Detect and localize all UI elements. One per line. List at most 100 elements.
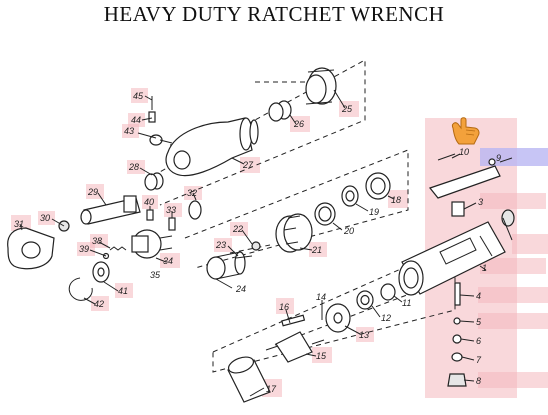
- part-34-gear: [131, 229, 173, 259]
- hotspot-p43[interactable]: [122, 124, 139, 138]
- label-p40: 40: [144, 197, 154, 207]
- label-p19: 19: [369, 207, 379, 217]
- label-p45: 45: [133, 91, 144, 101]
- part-27-ratchet-head: [165, 117, 259, 177]
- hotspot-p15[interactable]: [312, 347, 332, 363]
- part-31-yoke: [7, 227, 55, 270]
- label-p4: 4: [476, 291, 481, 301]
- part-12-bearing: [356, 290, 374, 310]
- part-13-end-plate: [325, 303, 351, 333]
- label-p30: 30: [40, 213, 50, 223]
- part-19-bearing: [341, 185, 359, 207]
- part-18-housing-ring: [365, 172, 391, 200]
- hotspot-p33[interactable]: [164, 203, 182, 217]
- label-p31: 31: [14, 219, 24, 229]
- label-p5: 5: [476, 317, 482, 327]
- part-9-lever: [428, 158, 501, 199]
- label-p17: 17: [266, 384, 277, 394]
- hotspot-p27[interactable]: [240, 157, 260, 173]
- label-p39: 39: [79, 244, 89, 254]
- part-42-snap-ring: [68, 277, 93, 301]
- label-p42: 42: [94, 299, 104, 309]
- label-p32: 32: [187, 188, 197, 198]
- hotspot-p8[interactable]: [478, 372, 548, 388]
- label-p21: 21: [311, 245, 322, 255]
- hotspot-p1[interactable]: [480, 258, 546, 274]
- part-4-8-valve-stack: [447, 282, 467, 387]
- label-p3: 3: [478, 197, 483, 207]
- hotspot-p39[interactable]: [77, 242, 95, 256]
- part-10-pin: [437, 153, 456, 161]
- label-p8: 8: [476, 376, 481, 386]
- label-p7: 7: [476, 355, 482, 365]
- hotspot-p2[interactable]: [512, 234, 548, 254]
- hotspot-p21[interactable]: [309, 242, 327, 257]
- part-24-cage: [206, 251, 246, 280]
- hotspot-p25[interactable]: [339, 101, 359, 117]
- hotspot-p13[interactable]: [356, 327, 374, 342]
- label-p38: 38: [92, 236, 102, 246]
- label-p15: 15: [316, 351, 327, 361]
- hotspot-p45[interactable]: [131, 88, 148, 103]
- hand-pointer-icon: [452, 117, 480, 145]
- parts-drawings: [7, 67, 515, 403]
- hotspot-p9-selected[interactable]: [480, 148, 548, 166]
- hotspot-p18[interactable]: [388, 190, 408, 208]
- part-29-shaft: [80, 195, 141, 225]
- part-22-23-pins: [235, 241, 261, 259]
- hotspot-p44[interactable]: [128, 113, 145, 127]
- label-p34: 34: [163, 256, 173, 266]
- part-2-end-cap: [501, 209, 515, 227]
- label-p24: 24: [235, 284, 246, 294]
- part-numbers: 45 44 43 25 26 27 28 29 32 40 33 30 31 3…: [14, 91, 501, 394]
- label-p10: 10: [459, 147, 469, 157]
- label-p25: 25: [341, 104, 353, 114]
- label-p14: 14: [316, 292, 326, 302]
- hotspot-p16[interactable]: [276, 298, 294, 314]
- label-p1: 1: [482, 263, 487, 273]
- part-41-washer: [92, 261, 110, 283]
- label-p16: 16: [279, 302, 289, 312]
- hotspot-p30[interactable]: [38, 211, 55, 225]
- part-28-bushing: [144, 172, 164, 191]
- label-p26: 26: [293, 119, 304, 129]
- part-32-ring: [188, 200, 202, 220]
- part-16-vane: [281, 314, 306, 327]
- label-p11: 11: [402, 298, 411, 308]
- label-p22: 22: [232, 224, 243, 234]
- label-p6: 6: [476, 336, 481, 346]
- hotspot-p31[interactable]: [11, 215, 31, 231]
- part-20-ring: [314, 202, 336, 226]
- label-p23: 23: [215, 240, 226, 250]
- label-p20: 20: [343, 226, 354, 236]
- label-p43: 43: [124, 126, 134, 136]
- part-38-39-spring: [102, 246, 127, 260]
- hotspot-p40[interactable]: [142, 195, 158, 209]
- hotspot-p41[interactable]: [115, 283, 133, 298]
- part-17-cylinder: [227, 356, 271, 403]
- part-21-planet-gear: [275, 213, 313, 253]
- hotspot-p34[interactable]: [160, 253, 180, 268]
- label-p28: 28: [128, 162, 139, 172]
- hotspot-p4[interactable]: [478, 287, 548, 303]
- part-15-rotor: [265, 331, 325, 363]
- label-p13: 13: [359, 330, 369, 340]
- hotspot-p28[interactable]: [127, 160, 145, 174]
- label-p35: 35: [150, 270, 161, 280]
- part-11-ring: [380, 283, 396, 301]
- hotspot-p23[interactable]: [214, 238, 232, 252]
- leader-lines: [19, 89, 513, 397]
- label-p41: 41: [118, 286, 128, 296]
- hotspot-p26[interactable]: [290, 116, 310, 132]
- part-3-valve: [451, 201, 465, 217]
- label-p27: 27: [242, 160, 254, 170]
- label-p12: 12: [381, 313, 391, 323]
- hotspot-p42[interactable]: [91, 296, 109, 311]
- hotspot-p3[interactable]: [480, 193, 546, 209]
- hotspot-p5[interactable]: [478, 313, 548, 329]
- label-p9: 9: [496, 153, 501, 163]
- part-25-nut: [305, 67, 337, 105]
- part-43-45-fasteners: [148, 96, 173, 146]
- part-1-housing: [398, 221, 506, 296]
